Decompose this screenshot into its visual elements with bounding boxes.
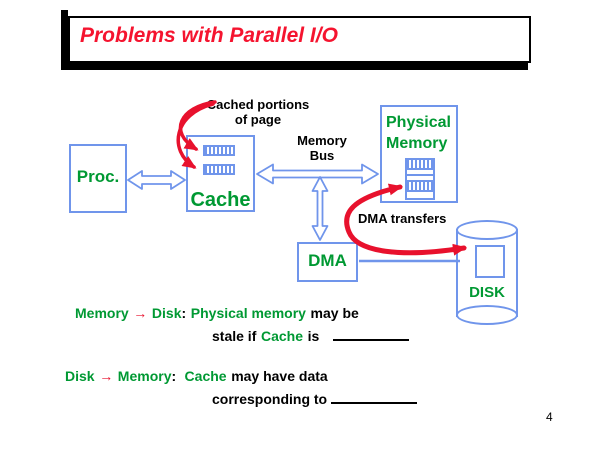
- memory-bus-label: Memory Bus: [297, 133, 347, 163]
- note-colon: :: [171, 368, 177, 384]
- fill-in-blank: [331, 388, 418, 404]
- right-arrow-icon: →: [99, 368, 114, 384]
- bus-dma-arrow: [311, 176, 329, 241]
- proc-cache-arrow: [127, 170, 186, 190]
- cached-portions-label: Cached portions of page: [206, 97, 310, 127]
- disk-label: DISK: [469, 284, 505, 301]
- dma-transfers-label: DMA transfers: [358, 211, 447, 226]
- dma-label: DMA: [308, 251, 347, 270]
- note-highlight: Physical memory: [190, 305, 306, 321]
- note-dest: Memory: [117, 368, 172, 384]
- page-title: Problems with Parallel I/O: [80, 24, 338, 47]
- note-highlight: Cache: [184, 368, 227, 384]
- processor-box: [69, 144, 127, 213]
- note-disk-to-memory-line2: corresponding to: [212, 388, 418, 407]
- page-number: 4: [546, 410, 553, 424]
- note-source: Memory: [75, 305, 129, 321]
- cache-line-icon: [203, 164, 235, 175]
- disk-cylinder-top: [456, 220, 518, 240]
- title-box: [68, 16, 531, 63]
- note-dest: Disk: [151, 305, 182, 321]
- physical-memory-label-line2: Memory: [386, 135, 448, 152]
- right-arrow-icon: →: [133, 305, 148, 321]
- note-source: Disk: [65, 368, 95, 384]
- title-shadow-bottom: [61, 63, 528, 70]
- physical-memory-label: Physical Memory: [386, 112, 451, 154]
- note-text: may have data: [231, 368, 328, 384]
- cache-line-icon: [203, 145, 235, 156]
- processor-label: Proc.: [76, 167, 120, 186]
- title-shadow-left: [61, 10, 68, 70]
- disk-cylinder-bottom: [456, 305, 518, 325]
- fill-in-blank: [333, 325, 410, 341]
- disk-block-icon: [475, 245, 505, 278]
- memory-array-icon: [405, 158, 435, 200]
- note-colon: :: [181, 305, 187, 321]
- memory-bus-arrow: [256, 163, 379, 185]
- cache-label: Cache: [190, 189, 251, 211]
- note-text: may be: [310, 305, 359, 321]
- physical-memory-label-line1: Physical: [386, 114, 451, 131]
- note-highlight: Cache: [260, 328, 303, 344]
